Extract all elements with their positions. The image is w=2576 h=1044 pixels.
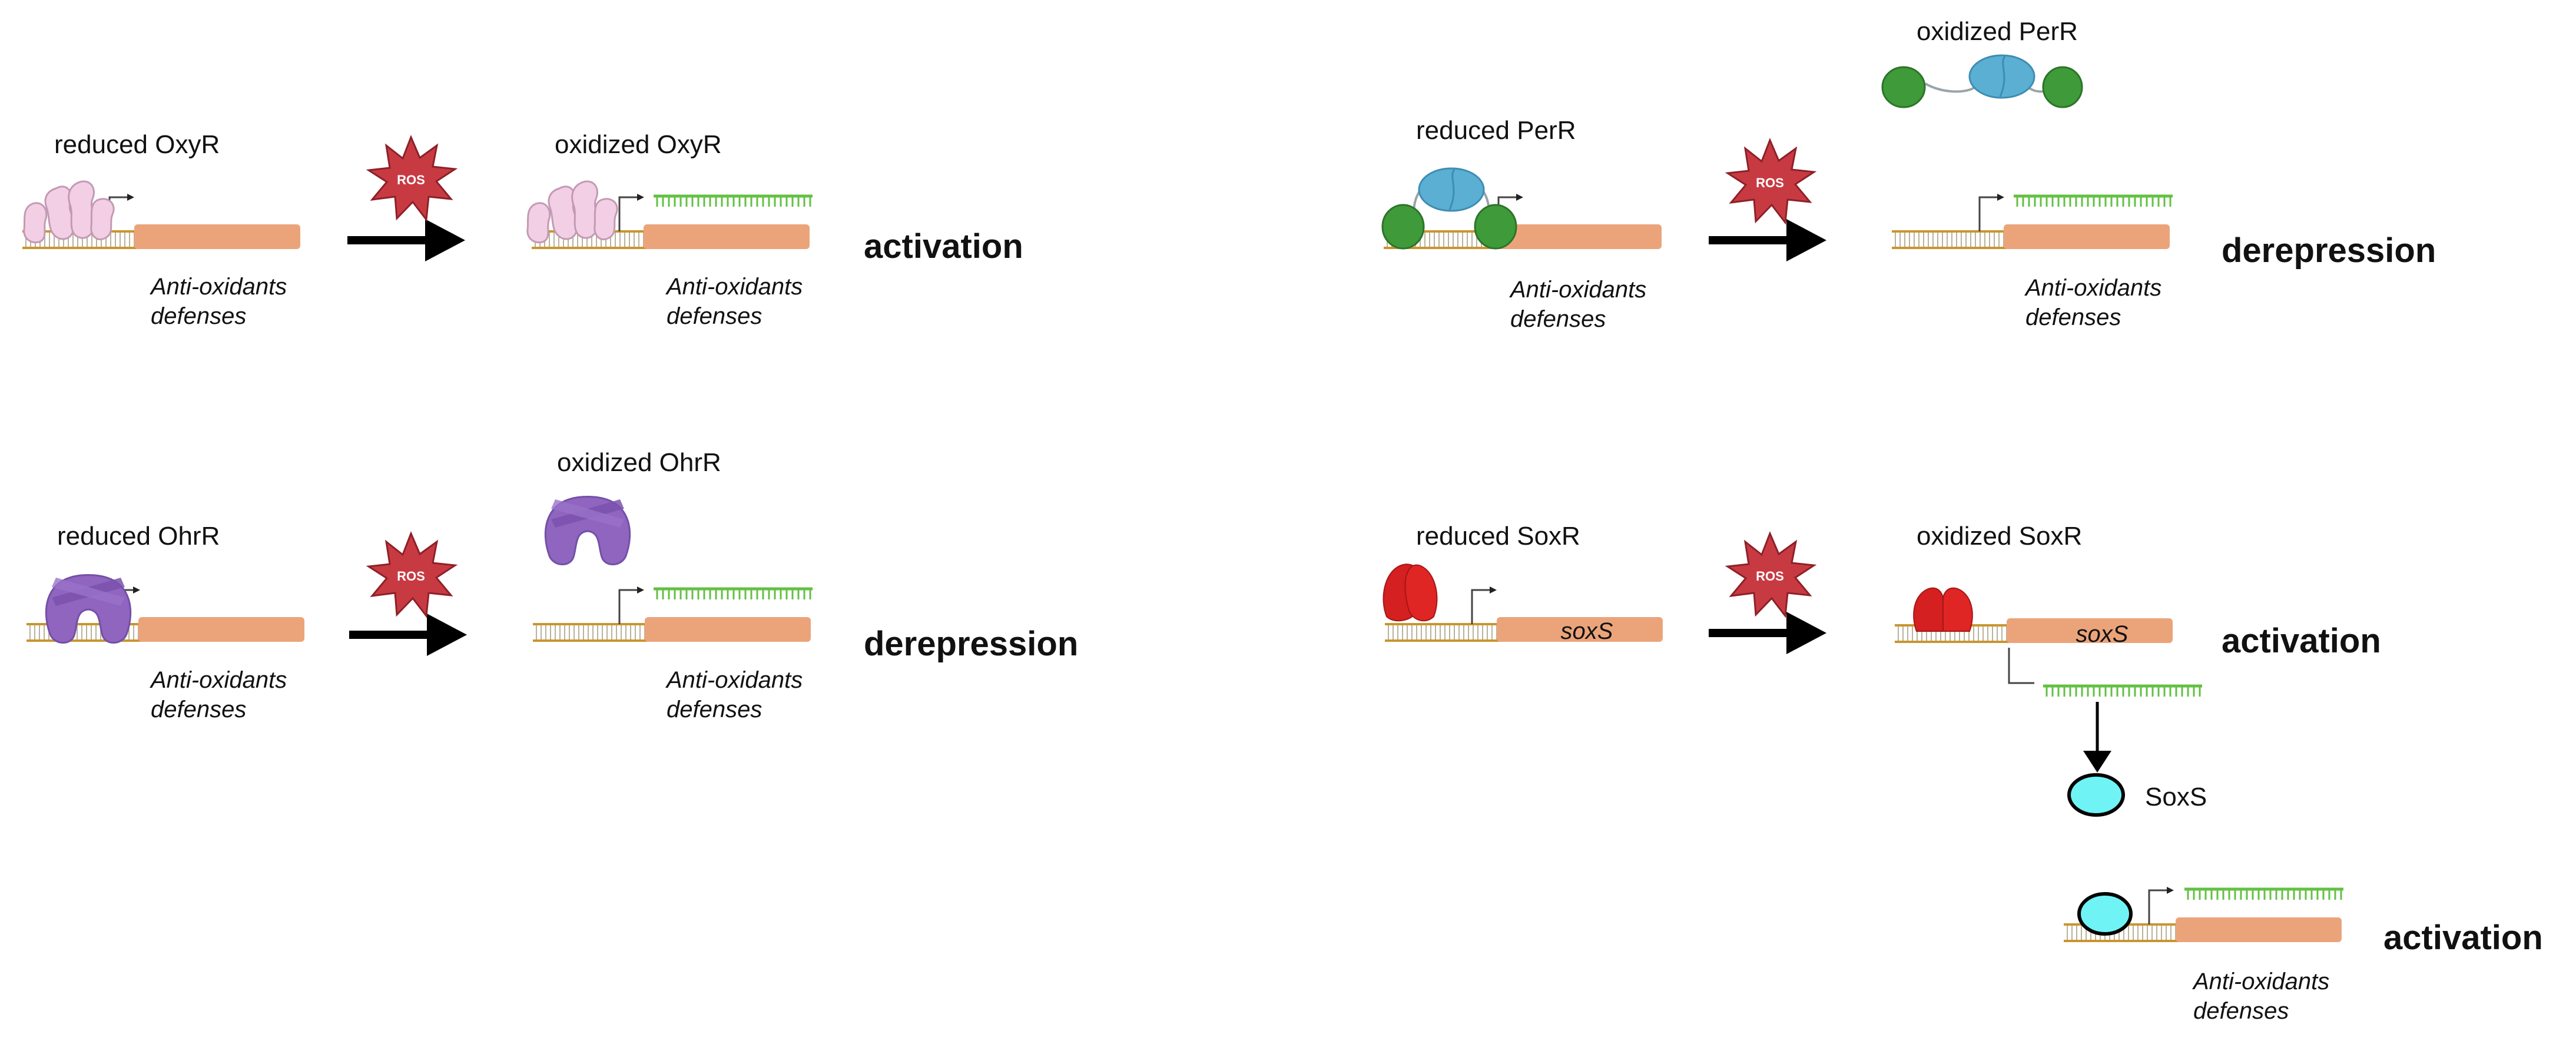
soxs-target-tss-arrow	[2148, 886, 2175, 926]
oxidized-ohrr-protein	[544, 496, 631, 566]
oxidized-soxr-label: oxidized SoxR	[1917, 522, 2082, 551]
soxr-reaction-arrow	[1709, 612, 1826, 654]
reduced-perr-protein	[1381, 167, 1517, 250]
perr-mrna	[2014, 196, 2173, 207]
oxyr-oxidized-gene-line1: Anti-oxidants	[665, 274, 803, 300]
soxr-reduced-tss-arrow	[1471, 585, 1498, 625]
oxidized-soxr-protein	[1913, 587, 1973, 632]
perr-oxidized-dna	[1891, 223, 2171, 250]
ohrr-panel: reduced OhrR Anti-oxidants defenses ROS …	[25, 448, 1078, 722]
reduced-ohrr-protein	[45, 574, 132, 644]
oxidized-ohrr-label: oxidized OhrR	[557, 448, 721, 477]
reduced-oxyr-protein	[23, 180, 115, 244]
ohrr-reduced-gene-line1: Anti-oxidants	[150, 667, 287, 693]
ohrr-outcome: derepression	[864, 625, 1078, 663]
ohrr-mrna	[654, 589, 813, 599]
oxyr-reduced-gene-line1: Anti-oxidants	[150, 274, 287, 300]
perr-reaction-arrow	[1709, 219, 1826, 261]
ohrr-reduced-gene-line2: defenses	[151, 697, 246, 722]
reduced-soxr-label: reduced SoxR	[1416, 522, 1580, 551]
soxr-panel: reduced SoxR soxS ROS oxidized SoxR soxS…	[1383, 522, 2543, 1024]
soxs-tss-arrow	[2008, 648, 2034, 684]
soxr-oxidized-gene-label: soxS	[2076, 621, 2129, 647]
soxr-reduced-gene-label: soxS	[1561, 618, 1613, 644]
oxyr-outcome: activation	[864, 227, 1023, 266]
perr-reduced-dna	[1383, 223, 1663, 250]
ohrr-oxidized-dna	[532, 616, 812, 643]
ohrr-oxidized-gene-line1: Anti-oxidants	[665, 667, 803, 693]
soxs-label: SoxS	[2145, 783, 2207, 811]
oxidized-perr-protein	[1881, 54, 2083, 108]
ohrr-oxidized-tss-arrow	[618, 585, 645, 625]
ohrr-reaction-arrow	[349, 614, 467, 656]
soxs-protein	[2067, 773, 2125, 817]
reduced-soxr-protein	[1383, 564, 1438, 622]
soxs-bound-protein	[2077, 892, 2133, 936]
oxyr-oxidized-tss-arrow	[618, 193, 645, 233]
reduced-oxyr-label: reduced OxyR	[54, 130, 220, 159]
oxyr-reduced-gene-line2: defenses	[151, 303, 246, 329]
oxyr-mrna	[654, 196, 813, 207]
ohrr-ros-label: ROS	[397, 569, 425, 584]
soxr-outcome: activation	[2222, 622, 2381, 660]
soxr-ros-label: ROS	[1756, 569, 1784, 584]
perr-oxidized-gene-line2: defenses	[2025, 304, 2121, 330]
perr-ros-label: ROS	[1756, 175, 1784, 190]
oxyr-oxidized-gene-line2: defenses	[667, 303, 762, 329]
soxs-mrna	[2043, 686, 2202, 697]
perr-reduced-gene-line2: defenses	[1510, 306, 1606, 332]
oxyr-ros-label: ROS	[397, 173, 425, 187]
reduced-perr-label: reduced PerR	[1416, 116, 1576, 145]
perr-oxidized-gene-line1: Anti-oxidants	[2024, 275, 2161, 301]
perr-outcome: derepression	[2222, 231, 2436, 270]
oxyr-panel: reduced OxyR Anti-oxidants defenses ROS …	[21, 130, 1023, 329]
soxs-translation-arrow-head	[2083, 751, 2111, 773]
soxs-target-gene-line1: Anti-oxidants	[2192, 969, 2329, 995]
perr-panel: reduced PerR Anti-oxidants defenses ROS …	[1381, 17, 2436, 332]
reduced-ohrr-label: reduced OhrR	[57, 522, 220, 551]
oxidized-oxyr-label: oxidized OxyR	[555, 130, 722, 159]
soxs-outcome: activation	[2383, 919, 2543, 957]
perr-oxidized-tss-arrow	[1978, 193, 2005, 233]
ohrr-oxidized-gene-line2: defenses	[667, 697, 762, 722]
perr-reduced-gene-line1: Anti-oxidants	[1509, 277, 1646, 303]
oxidized-oxyr-protein	[526, 180, 618, 244]
oxyr-reaction-arrow	[347, 219, 465, 261]
soxs-target-mrna	[2184, 889, 2343, 900]
soxs-target-gene-line2: defenses	[2193, 998, 2289, 1024]
oxidized-perr-label: oxidized PerR	[1917, 17, 2078, 46]
